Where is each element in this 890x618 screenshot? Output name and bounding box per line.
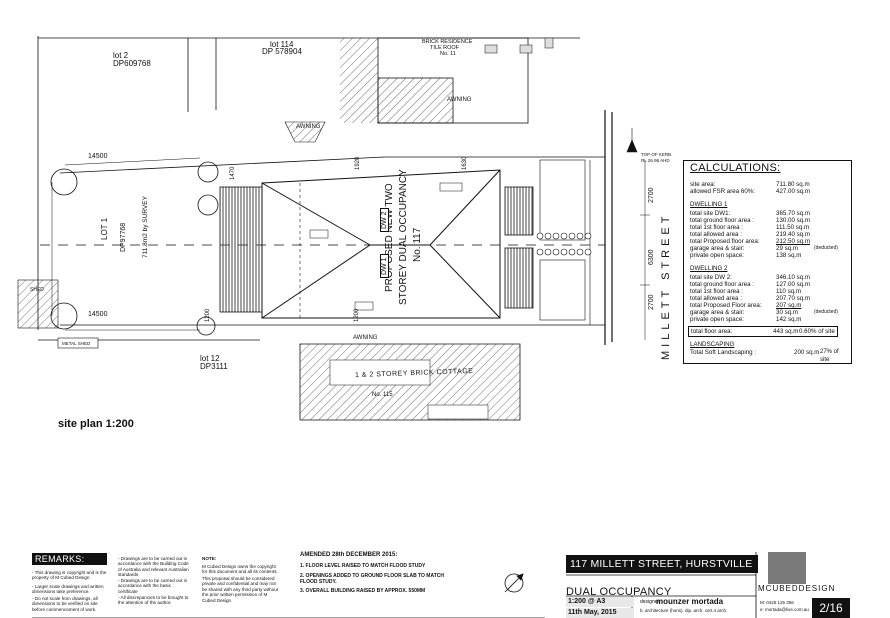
calc-row: total ground floor area :127.00 sq.m	[690, 281, 811, 288]
remark-2-2: - Drawings are to be carried out in acco…	[118, 578, 188, 594]
dim-2700-top: 2700	[648, 187, 655, 203]
lot1-dp-label: DP97768	[120, 222, 127, 252]
neighbour-north-label: BRICK RESIDENCE	[422, 39, 473, 45]
metal-shed-label: METAL SHED	[62, 341, 91, 346]
dim-1200-a: 1200	[205, 308, 211, 322]
lot2-label: lot 2	[113, 51, 129, 60]
calc-row: garage area & stair:30 sq.m(deducted)	[690, 309, 838, 316]
amendment-3: 3. OVERALL BUILDING RAISED BY APPROX. 55…	[300, 588, 426, 594]
designer-email: e: mortada@live.com.au	[760, 607, 809, 612]
dim-1200-b: 1200	[354, 308, 360, 322]
calc-row: total site DW 2:346.10 sq.m	[690, 274, 811, 281]
proposed-building	[261, 169, 501, 319]
dim-6300: 6300	[648, 249, 655, 265]
calc-row: garage area & stair:29 sq.m(deducted)	[690, 245, 838, 252]
dim-14500-top: 14500	[88, 153, 108, 160]
calc-row: total ground floor area :130.00 sq.m	[690, 217, 811, 224]
project-address: 117 MILLETT STREET, HURSTVILLE	[566, 555, 758, 573]
dim-2700-bottom: 2700	[648, 294, 655, 310]
neighbour-north	[284, 37, 554, 143]
front-yard	[536, 128, 638, 325]
lot12-label: lot 12	[200, 354, 220, 363]
boundary-lines	[37, 36, 613, 345]
remark-1-2: - Larger scale drawings and written dime…	[32, 584, 104, 595]
calculations-title: CALCULATIONS:	[690, 162, 781, 174]
shed-label: SHED	[30, 287, 44, 293]
lot1-area-label: 711.8m2 by SURVEY	[142, 196, 149, 258]
dw2-tag: DW 2	[380, 208, 389, 232]
calc-row: allowed FSR area 60%:427.00 sq.m	[690, 188, 811, 195]
dwelling2-title: DWELLING 2	[690, 265, 728, 272]
amendment-1: 1. FLOOR LEVEL RAISED TO MATCH FLOOD STU…	[300, 563, 426, 569]
designer-qualifications: b. architecture (hons). dip. arch. cert.…	[640, 608, 728, 613]
lot114-label: lot 114	[270, 40, 294, 49]
top-kerb-rl: RL 26.96 AHD	[641, 158, 670, 163]
proposed-title-2: STOREY DUAL OCCUPANCY	[398, 169, 409, 305]
amendment-2: 2. OPENINGS ADDED TO GROUND FLOOR SLAB T…	[300, 573, 444, 585]
amendment-title: AMENDED 28th DECEMBER 2015:	[300, 552, 398, 558]
designer-phone: M: 0425 125 356	[760, 600, 794, 605]
drawing-date: 11th May, 2015	[566, 608, 634, 618]
calc-row: total 1st floor area :110 sq.m	[690, 288, 801, 295]
dim-1920: 1920	[355, 156, 361, 170]
drawing-scale: 1:200 @ A3	[566, 597, 634, 607]
neighbour-south	[299, 343, 521, 421]
calc-row: total 1st floor area :111.50 sq.m	[690, 224, 810, 231]
awning-label-1: AWNING	[447, 97, 472, 103]
remark-2-3: - All discrepancies to be brought to the…	[118, 595, 189, 606]
remarks-title: REMARKS:	[32, 553, 107, 565]
calculations-panel: CALCULATIONS: site area:711.80 sq.m allo…	[683, 160, 852, 364]
north-arrow-icon	[504, 573, 524, 593]
dwelling1-title: DWELLING 1	[690, 201, 728, 208]
lot12-dp-label: DP3111	[200, 362, 228, 371]
plan-caption: site plan 1:200	[58, 418, 134, 430]
dim-14500-bottom: 14500	[88, 311, 108, 318]
calc-row: total Proposed Floor area:207 sq.m	[690, 302, 802, 309]
brand-logo	[768, 552, 806, 584]
remark-1-3: - Do not scale from drawings, all dimens…	[32, 596, 98, 612]
proposed-title-3: No. 117	[412, 227, 423, 262]
awning-label-2: AWNING	[296, 124, 321, 130]
project-name: DUAL OCCUPANCY	[566, 586, 672, 598]
calc-row: total allowed area :207.70 sq.m	[690, 295, 811, 302]
designer-label: designer:	[640, 599, 661, 605]
neighbour-south-no: No. 115	[372, 392, 393, 398]
calc-row: total site DW1:365.70 sq.m	[690, 210, 811, 217]
note-title: NOTE:	[202, 556, 217, 561]
street-label: MILLETT STREET	[660, 212, 672, 360]
note-1: M Cubed Design owns the copyright for th…	[202, 564, 278, 575]
calc-row: private open space:138 sq.m	[690, 252, 802, 259]
dimension-lines	[51, 157, 650, 340]
note-2: This proposal should be considered priva…	[202, 576, 279, 603]
dim-1470: 1470	[230, 166, 236, 180]
top-kerb-label: TOP OF KERB	[641, 152, 672, 157]
landscaping-title: LANDSCAPING	[690, 341, 735, 348]
sheet-number: 2/16	[812, 598, 850, 618]
dw1-tag: DW 1	[380, 254, 389, 278]
total-floor-area-row: total floor area: 443 sq.m 0.60% of site	[688, 326, 838, 337]
garages	[219, 186, 534, 313]
remark-1-1: - This drawing is copyright and is the p…	[32, 570, 107, 581]
brand-name: MCUBEDDESIGN	[758, 584, 836, 593]
calc-row: private open space:142 sq.m	[690, 316, 802, 323]
calc-row: total allowed area :219.40 sq.m	[690, 231, 811, 238]
lot2-dp-label: DP609768	[113, 59, 151, 68]
neighbour-north-no: No. 11	[440, 51, 456, 57]
designer-name: mounzer mortada	[656, 597, 724, 606]
lot1-label: LOT 1	[100, 217, 109, 240]
lot114-dp-label: DP 578904	[262, 47, 302, 56]
calc-row: site area:711.80 sq.m	[690, 181, 810, 188]
calc-row: total Proposed floor area:212.50 sq.m	[690, 238, 811, 245]
remark-2-1: - Drawings are to be carried out in acco…	[118, 556, 189, 578]
awning-label-3: AWNING	[353, 335, 378, 341]
neighbour-north-roof: TILE ROOF	[430, 45, 460, 51]
dim-1630: 1630	[462, 156, 468, 170]
rear-structures	[17, 161, 219, 349]
